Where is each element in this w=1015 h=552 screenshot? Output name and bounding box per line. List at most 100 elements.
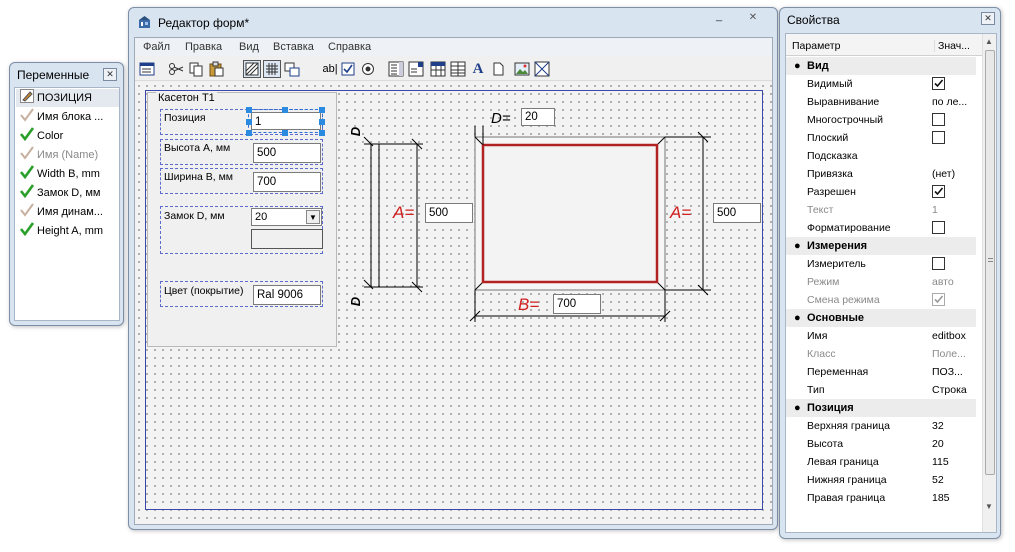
property-row[interactable]: Режим авто (786, 273, 972, 291)
variable-item[interactable]: Замок D, мм (16, 184, 119, 202)
property-value[interactable]: ПОЗ... (932, 366, 963, 378)
property-value[interactable]: 20 (932, 438, 944, 450)
properties-scrollbar[interactable]: ▲ ▼ (982, 34, 996, 532)
property-row[interactable]: Видимый (786, 75, 972, 93)
a-left-input[interactable]: 500 (425, 203, 473, 223)
property-value[interactable]: 52 (932, 474, 944, 486)
width-input[interactable]: 700 (253, 172, 321, 192)
menu-2[interactable]: Вид (239, 41, 259, 53)
property-value[interactable]: 185 (932, 492, 950, 504)
property-checkbox[interactable] (932, 221, 945, 234)
grid-toggle-icon[interactable] (243, 60, 261, 78)
scroll-up-icon[interactable]: ▲ (985, 37, 993, 46)
variable-item[interactable]: Width B, mm (16, 165, 119, 183)
b-input[interactable]: 700 (553, 294, 601, 314)
col-param-header[interactable]: Параметр (792, 40, 841, 52)
property-checkbox[interactable] (932, 293, 945, 306)
checkbox-tool-icon[interactable] (339, 60, 357, 78)
a-right-input[interactable]: 500 (713, 203, 761, 223)
scroll-down-icon[interactable]: ▼ (985, 502, 993, 511)
col-value-header[interactable]: Знач... (934, 40, 970, 52)
variable-item[interactable]: Имя динам... (16, 203, 119, 221)
paste-icon[interactable] (207, 60, 225, 78)
property-value[interactable]: Поле... (932, 348, 966, 360)
properties-close-button[interactable]: ✕ (981, 12, 995, 25)
variable-item[interactable]: Имя блока ... (16, 108, 119, 126)
property-row[interactable]: Подсказка (786, 147, 972, 165)
property-checkbox[interactable] (932, 131, 945, 144)
height-input[interactable]: 500 (253, 143, 321, 163)
variables-close-button[interactable]: ✕ (103, 68, 117, 81)
image-tool-icon[interactable] (513, 60, 531, 78)
cut-icon[interactable] (167, 60, 185, 78)
variable-item[interactable]: ПОЗИЦИЯ (16, 89, 119, 107)
property-group[interactable]: ●Вид (786, 57, 976, 75)
drawing-tool-icon[interactable] (533, 60, 551, 78)
property-checkbox[interactable] (932, 257, 945, 270)
menu-3[interactable]: Вставка (273, 41, 314, 53)
property-checkbox[interactable] (932, 185, 945, 198)
lock-combobox[interactable]: 20 ▼ (251, 208, 322, 226)
property-value[interactable]: Строка (932, 384, 967, 396)
editbox-icon[interactable]: ab| (322, 63, 338, 75)
close-button[interactable]: ✕ (748, 12, 758, 23)
variable-item[interactable]: Height A, mm (16, 222, 119, 240)
menu-4[interactable]: Справка (328, 41, 372, 53)
property-value[interactable]: 32 (932, 420, 944, 432)
tab-order-icon[interactable] (283, 60, 301, 78)
snap-grid-icon[interactable] (263, 60, 281, 78)
property-row[interactable]: Измеритель (786, 255, 972, 273)
property-value[interactable]: 1 (932, 204, 938, 216)
property-group[interactable]: ●Основные (786, 309, 976, 327)
chevron-down-icon[interactable]: ▼ (306, 210, 320, 224)
property-value[interactable]: editbox (932, 330, 966, 342)
scroll-thumb[interactable] (985, 50, 995, 475)
property-row[interactable]: Привязка(нет) (786, 165, 972, 183)
form-props-icon[interactable] (138, 60, 156, 78)
property-name: Режим (807, 276, 840, 288)
d-top-input[interactable]: 20 (521, 108, 555, 126)
property-row[interactable]: Форматирование (786, 219, 972, 237)
property-value[interactable]: по ле... (932, 96, 968, 108)
grid-tool-icon[interactable] (449, 60, 467, 78)
property-value[interactable]: (нет) (932, 168, 956, 180)
editor-app-icon (138, 16, 151, 29)
property-value[interactable]: авто (932, 276, 954, 288)
menu-1[interactable]: Правка (185, 41, 223, 53)
property-group[interactable]: ●Измерения (786, 237, 976, 255)
property-row[interactable]: Смена режима (786, 291, 972, 309)
groupbox-tool-icon[interactable] (489, 60, 507, 78)
minimize-button[interactable]: _ (715, 10, 723, 22)
table-tool-icon[interactable] (429, 60, 447, 78)
radio-tool-icon[interactable] (359, 60, 377, 78)
property-checkbox[interactable] (932, 77, 945, 90)
combobox-icon[interactable] (407, 60, 425, 78)
design-canvas[interactable]: Касетон Т1 Позиция 1 Высота А, мм 500 (135, 82, 772, 524)
selection-handles[interactable] (246, 107, 325, 136)
variable-item[interactable]: Color (16, 127, 119, 145)
menu-0[interactable]: Файл (143, 41, 171, 53)
property-row[interactable]: Многострочный (786, 111, 972, 129)
height-row-frame (160, 139, 323, 165)
listbox-icon[interactable] (387, 60, 405, 78)
property-group[interactable]: ●Позиция (786, 399, 976, 417)
variable-item[interactable]: Имя (Name) (16, 146, 119, 164)
property-checkbox[interactable] (932, 113, 945, 126)
label-tool-icon[interactable]: A (472, 60, 484, 77)
color-input[interactable]: Ral 9006 (253, 285, 321, 305)
copy-icon[interactable] (187, 60, 205, 78)
property-value[interactable]: 115 (932, 456, 949, 468)
property-row[interactable]: Плоский (786, 129, 972, 147)
property-row[interactable]: Разрешен (786, 183, 972, 201)
